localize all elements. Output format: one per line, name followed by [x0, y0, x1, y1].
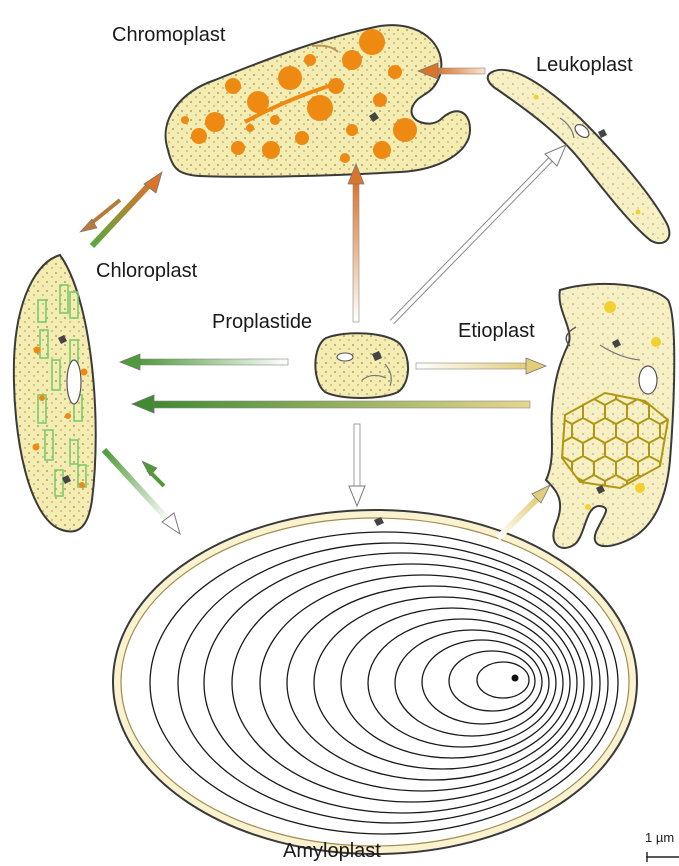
leukoplast-cell	[488, 70, 670, 243]
arrow-chloroplast-to-chromoplast	[92, 172, 162, 246]
arrow-etioplast-to-chloroplast	[132, 395, 530, 413]
arrow-amyloplast-to-chloroplast	[142, 461, 164, 486]
chloroplast-label: Chloroplast	[96, 260, 197, 283]
proplastide-label: Proplastide	[212, 311, 312, 334]
arrow-amyloplast-to-etioplast	[498, 485, 550, 538]
chromoplast-label: Chromoplast	[112, 24, 225, 47]
arrow-chloroplast-to-amyloplast	[104, 450, 180, 534]
scale-bar-label: 1 µm	[645, 830, 674, 845]
leukoplast-label: Leukoplast	[536, 54, 633, 77]
arrow-proplastide-to-etioplast	[416, 358, 546, 374]
etioplast-cell	[546, 284, 674, 548]
chloroplast-cell	[14, 255, 96, 531]
arrow-proplastide-to-amyloplast	[349, 424, 365, 506]
amyloplast-cell	[113, 510, 637, 854]
proplastide-cell	[315, 333, 408, 398]
amyloplast-label: Amyloplast	[283, 840, 381, 863]
chromoplast-cell	[166, 25, 470, 177]
arrow-proplastide-to-chromoplast	[348, 164, 364, 322]
arrow-chromoplast-to-chloroplast	[80, 200, 120, 232]
arrow-proplastide-to-chloroplast	[120, 354, 288, 370]
arrow-proplastide-to-leukoplast	[392, 145, 566, 322]
etioplast-label: Etioplast	[458, 320, 535, 343]
scale-bar	[646, 852, 679, 862]
